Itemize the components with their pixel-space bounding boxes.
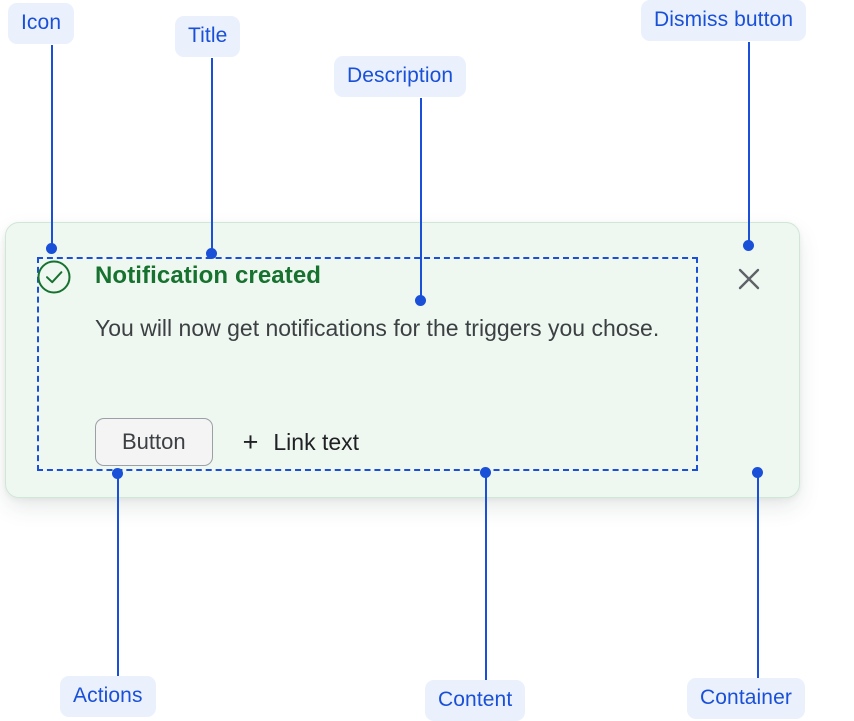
- link-action[interactable]: + Link text: [242, 426, 360, 457]
- notification-actions: Button + Link text: [95, 418, 359, 466]
- callout-dot-icon: [46, 243, 57, 254]
- callout-leader-icon: [51, 45, 53, 248]
- callout-leader-title: [211, 58, 213, 253]
- callout-leader-dismiss-button: [748, 42, 750, 245]
- callout-label-container: Container: [687, 678, 805, 719]
- dismiss-button[interactable]: [733, 263, 765, 295]
- callout-leader-content: [485, 474, 487, 680]
- callout-dot-description: [415, 295, 426, 306]
- callout-label-actions: Actions: [60, 676, 156, 717]
- callout-dot-actions: [112, 468, 123, 479]
- callout-label-dismiss-button: Dismiss button: [641, 0, 807, 41]
- callout-leader-actions: [117, 474, 119, 676]
- callout-dot-title: [206, 248, 217, 259]
- notification-title: Notification created: [95, 262, 322, 289]
- close-x-icon: [738, 268, 760, 290]
- callout-label-description: Description: [334, 56, 467, 97]
- callout-dot-content: [480, 467, 491, 478]
- callout-dot-container: [752, 467, 763, 478]
- callout-label-title: Title: [175, 16, 241, 57]
- success-check-circle-icon: [36, 259, 72, 295]
- content-region-outline: [37, 257, 698, 471]
- action-button[interactable]: Button: [95, 418, 213, 466]
- link-action-label: Link text: [273, 428, 360, 455]
- callout-dot-dismiss-button: [743, 240, 754, 251]
- plus-icon: +: [242, 426, 259, 457]
- callout-label-content: Content: [425, 680, 526, 721]
- callout-label-icon: Icon: [8, 3, 75, 44]
- callout-leader-container: [757, 474, 759, 678]
- callout-leader-description: [420, 98, 422, 300]
- notification-description: You will now get notifications for the t…: [95, 315, 660, 341]
